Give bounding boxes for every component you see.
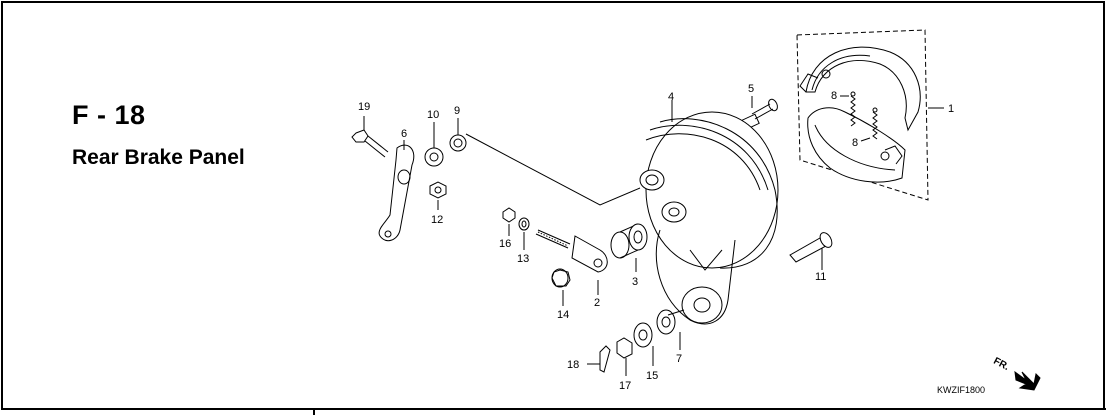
figure-code: F - 18 (72, 100, 146, 130)
callout-11: 11 (815, 271, 826, 283)
figure-title: Rear Brake Panel (72, 146, 245, 169)
callout-7: 7 (676, 353, 682, 365)
callout-9: 9 (454, 105, 460, 117)
washer-7 (656, 309, 685, 350)
callout-16: 16 (499, 238, 511, 250)
washer-15 (633, 322, 654, 366)
bottom-divider-tick (313, 409, 315, 415)
callout-5: 5 (748, 83, 754, 95)
pivot-bolt (789, 232, 833, 270)
callout-12: 12 (431, 214, 443, 226)
callout-3: 3 (632, 276, 638, 288)
spring-upper (850, 91, 856, 127)
callout-6: 6 (401, 128, 407, 140)
cotter-pin (587, 345, 611, 373)
direction-label: FR. (991, 356, 1011, 373)
brake-arm (378, 140, 415, 242)
spring-lower (872, 107, 878, 140)
torque-link (535, 229, 608, 295)
callout-17: 17 (619, 380, 631, 392)
callout-labels: 1 2 3 4 5 6 7 8 8 9 10 11 12 13 14 15 16… (358, 83, 954, 392)
brake-panel (639, 100, 779, 325)
bottom-rule (1, 408, 1106, 410)
arm-bolt (351, 116, 389, 158)
callout-2: 2 (594, 297, 600, 309)
callout-8-upper: 8 (831, 90, 837, 102)
drawing-code: KWZIF1800 (937, 385, 985, 395)
front-direction-arrow-icon (1014, 370, 1041, 391)
callout-14: 14 (557, 309, 569, 321)
flange-nut (551, 268, 571, 306)
dust-seal (449, 118, 641, 206)
brake-shoe-group (796, 29, 944, 201)
callout-15: 15 (646, 370, 658, 382)
lock-washer-13 (518, 217, 530, 250)
callout-8-lower: 8 (852, 137, 858, 149)
callout-1: 1 (948, 103, 954, 115)
nut-17 (616, 337, 633, 376)
collar (610, 223, 648, 272)
callout-4: 4 (668, 91, 674, 103)
callout-13: 13 (517, 253, 529, 265)
callout-18: 18 (567, 359, 579, 371)
callout-10: 10 (427, 109, 439, 121)
nut-12 (429, 181, 447, 210)
callout-19: 19 (358, 101, 370, 113)
wear-indicator (424, 122, 444, 167)
nut-16 (502, 207, 516, 236)
